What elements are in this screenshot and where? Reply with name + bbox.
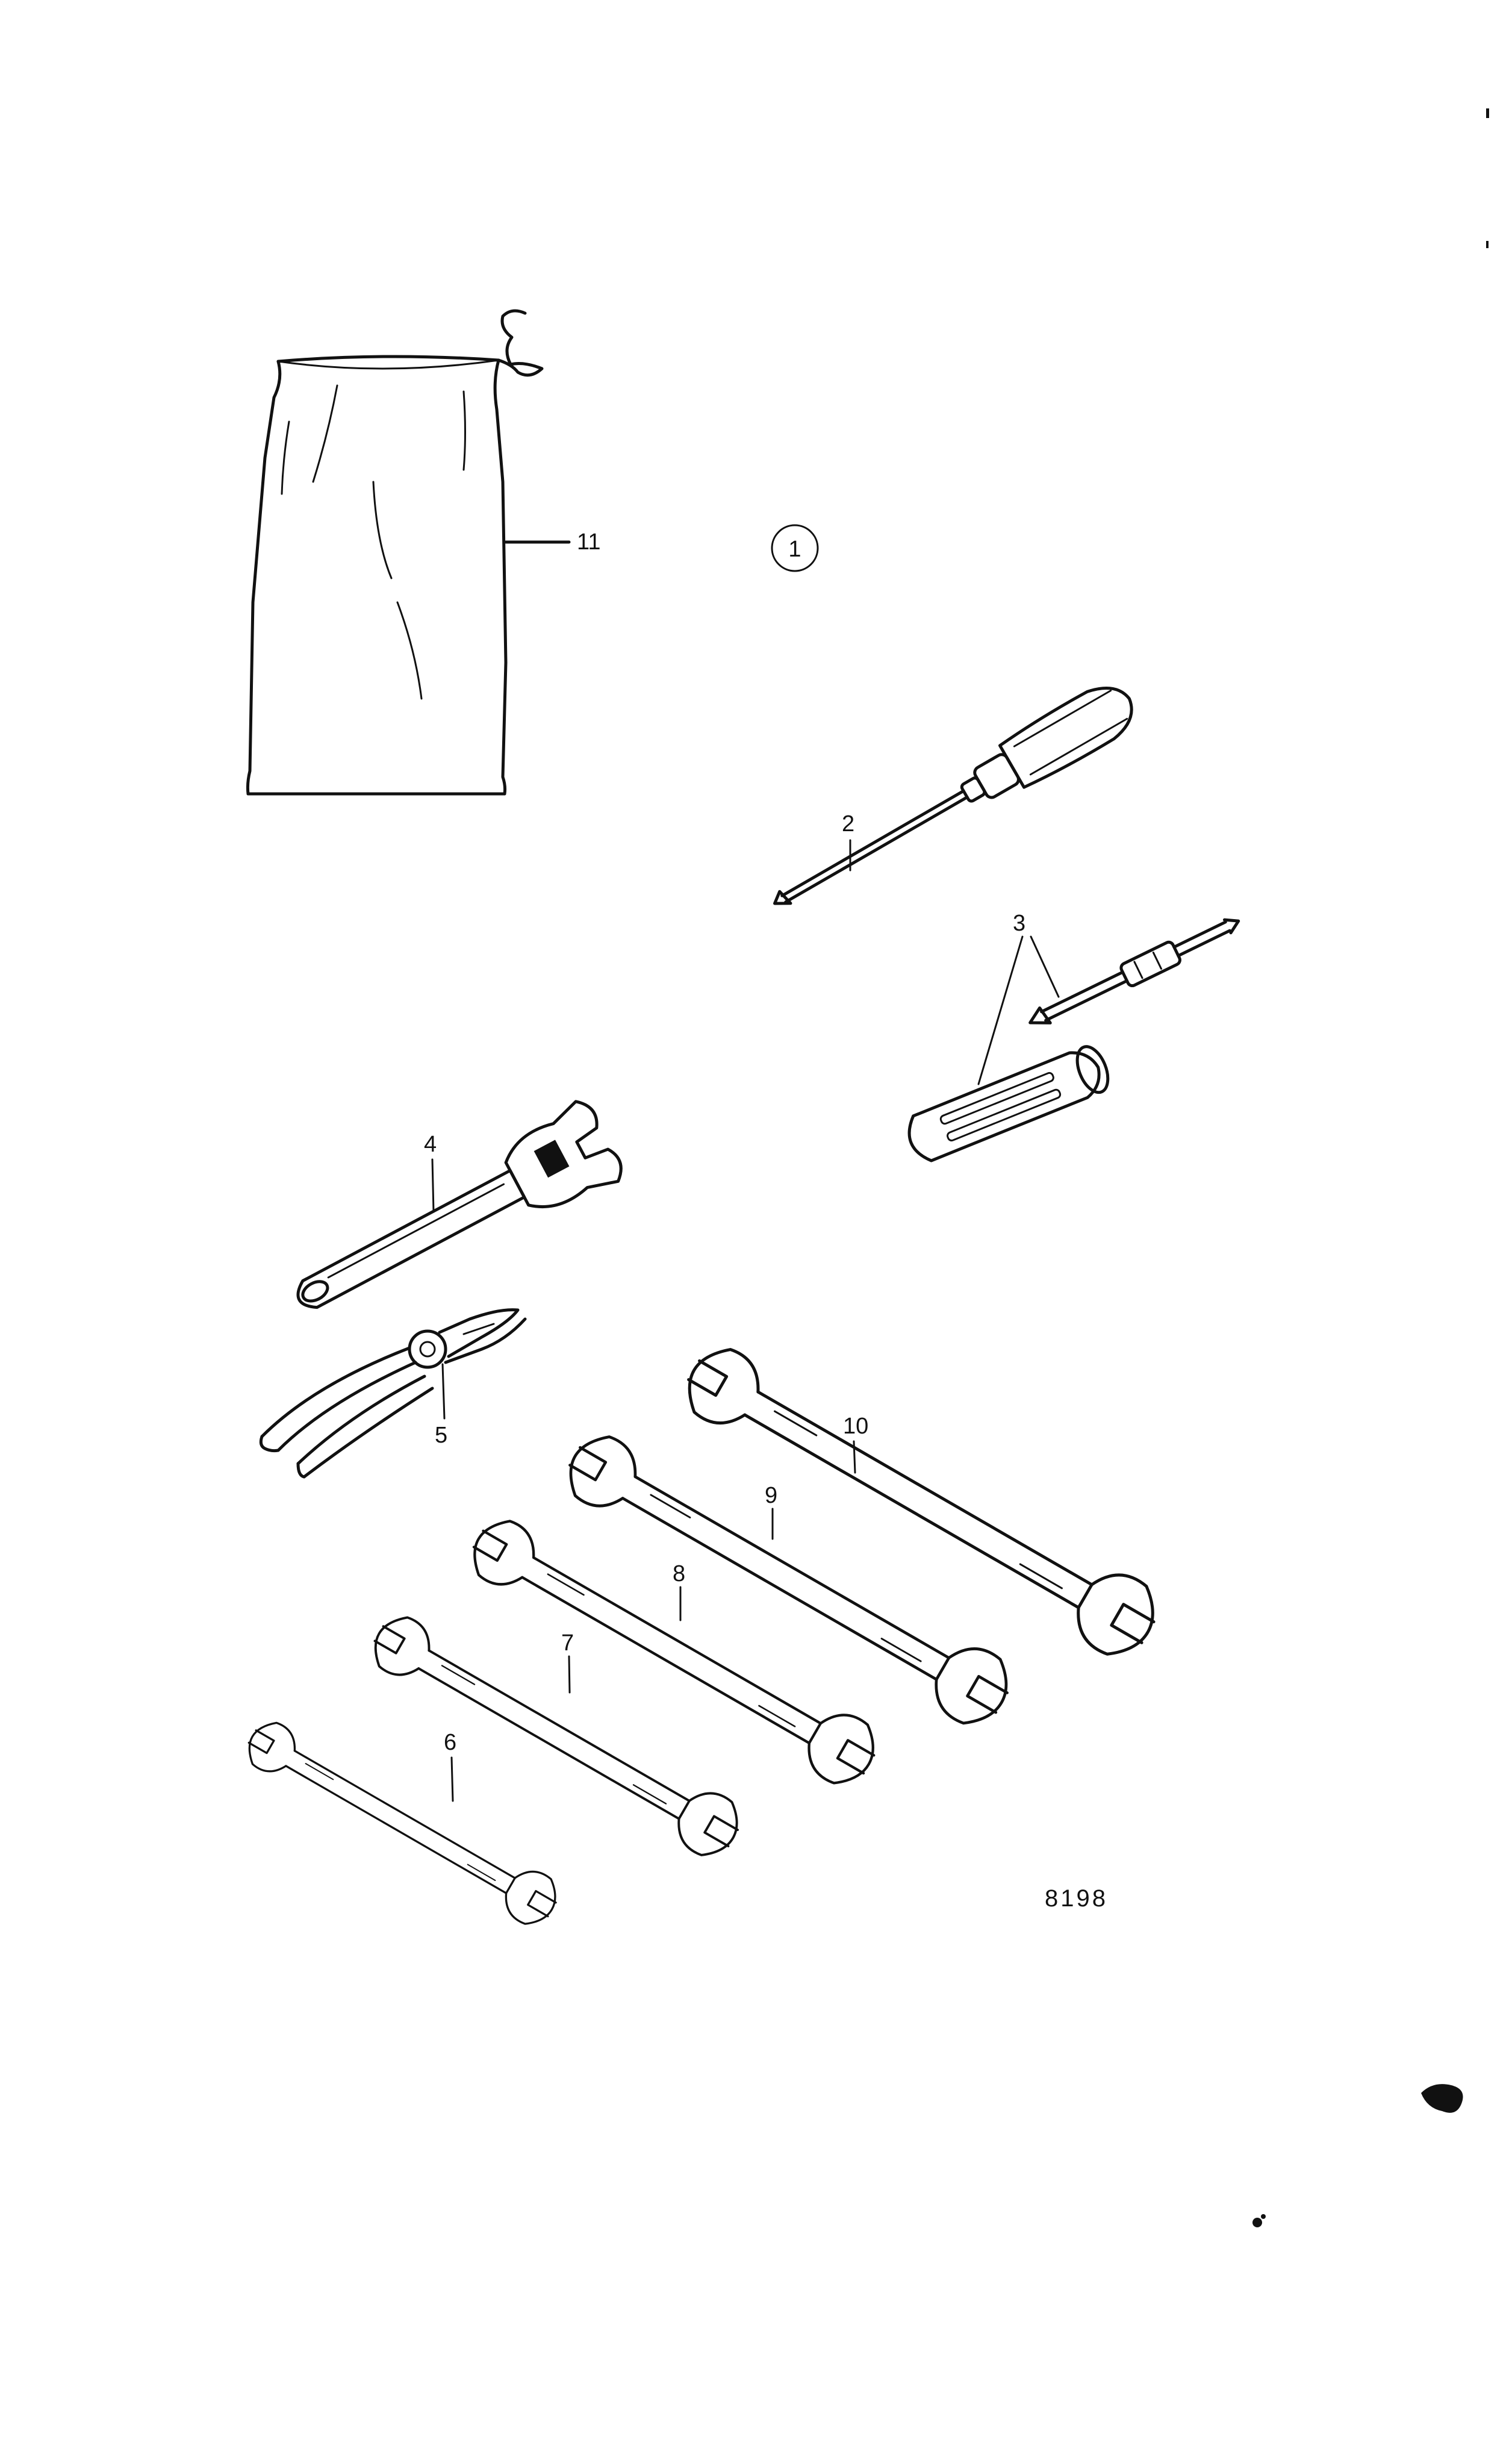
reversible-screwdriver: 3: [907, 911, 1240, 1162]
open-end-wrench-small: 7: [373, 1616, 739, 1856]
adjustable-wrench: 4: [296, 1100, 623, 1309]
pliers: 5: [259, 1308, 527, 1479]
callout-screwdriver: 2: [842, 811, 854, 837]
view-marker-number: 1: [788, 537, 801, 562]
callout-open-end-wrench-small: 7: [561, 1630, 574, 1656]
figure-number: 8198: [1045, 1885, 1108, 1912]
open-end-wrench-smallest: 6: [247, 1721, 557, 1925]
callout-open-end-wrench-largest: 10: [843, 1414, 868, 1439]
open-end-wrench-large: 9: [568, 1435, 1009, 1725]
view-marker: 1: [771, 524, 819, 572]
callout-reversible-screwdriver: 3: [1013, 911, 1025, 936]
scan-marks: [1252, 108, 1489, 2227]
callout-open-end-wrench-large: 9: [765, 1483, 777, 1508]
open-end-wrench-largest: 10: [687, 1348, 1156, 1656]
callout-tool-bag: 11: [577, 529, 600, 555]
callout-pliers: 5: [435, 1423, 447, 1448]
tool-bag: 11: [246, 309, 600, 796]
callout-open-end-wrench-medium: 8: [673, 1561, 685, 1586]
open-end-wrench-medium: 8: [472, 1520, 876, 1785]
callout-adjustable-wrench: 4: [424, 1132, 437, 1157]
callout-open-end-wrench-smallest: 6: [444, 1730, 456, 1755]
screwdriver: 2: [773, 687, 1133, 905]
